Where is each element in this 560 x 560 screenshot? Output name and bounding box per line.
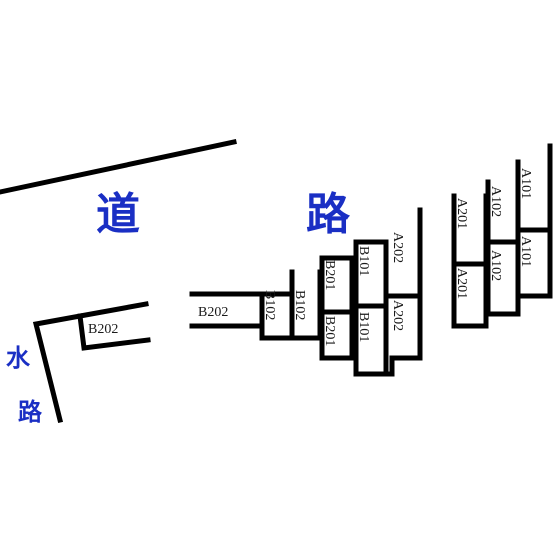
- stall-b201-bottom: B201: [322, 316, 337, 346]
- stall-b202-center: B202: [198, 305, 228, 320]
- stall-b102-1: B102: [262, 290, 277, 320]
- waterway-char-2: 路: [18, 398, 42, 426]
- stall-a101-bottom: A101: [518, 236, 533, 267]
- stall-a201-bottom: A201: [454, 268, 469, 299]
- stall-a102-top: A102: [488, 186, 503, 217]
- stall-a202-top: A202: [390, 232, 405, 263]
- waterway-char-1: 水: [6, 344, 30, 372]
- block-b-main: [189, 291, 295, 341]
- block-b202-left: [77, 313, 151, 351]
- block-a202-ab: [383, 293, 423, 377]
- stall-b202-left: B202: [88, 322, 118, 337]
- road-char-1: 道: [96, 189, 140, 240]
- road-edge: [0, 139, 237, 195]
- stall-a101-top: A101: [518, 168, 533, 199]
- stall-a102-bottom: A102: [488, 250, 503, 281]
- walls: [0, 139, 553, 424]
- stall-b201-top: B201: [322, 260, 337, 290]
- block-b201: [319, 255, 355, 361]
- stall-b102-2: B102: [292, 290, 307, 320]
- stall-a202-bottom: A202: [390, 300, 405, 331]
- stall-a201-top: A201: [454, 198, 469, 229]
- stall-b101-bottom: B101: [356, 312, 371, 342]
- waterway-edge: [32, 301, 149, 424]
- stall-labels: B202 B202 B102 B102 B201 B201 B101 B101 …: [88, 168, 533, 346]
- road-char-2: 路: [306, 189, 350, 240]
- stall-b101-top: B101: [356, 246, 371, 276]
